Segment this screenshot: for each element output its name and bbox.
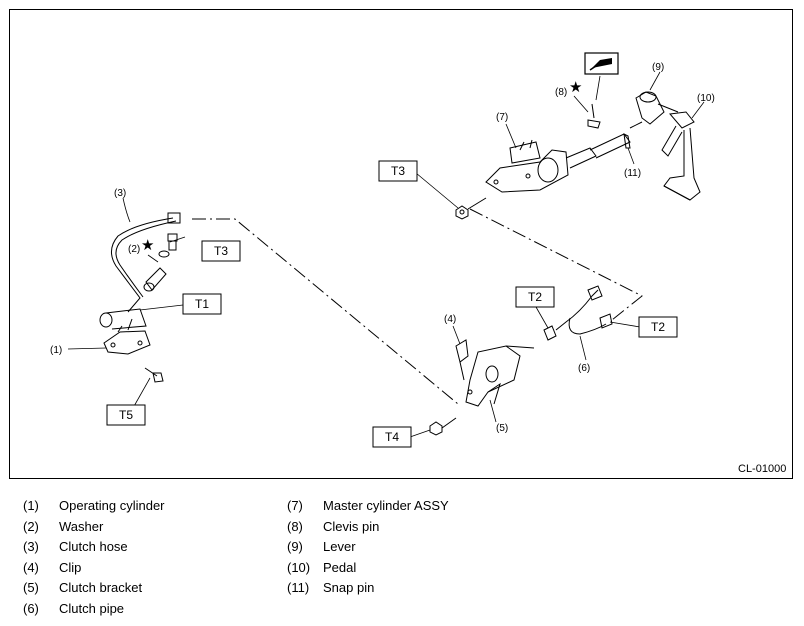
legend-name: Washer xyxy=(59,518,104,534)
routing-line xyxy=(192,208,643,405)
legend-name: Lever xyxy=(323,539,356,554)
operating-cylinder-part xyxy=(99,308,151,355)
svg-text:T3: T3 xyxy=(214,244,228,258)
callout-8: (8) xyxy=(555,87,567,98)
legend-name: Pedal xyxy=(323,559,357,575)
callout-3: (3) xyxy=(114,188,126,199)
clutch-pipe-part xyxy=(543,285,613,341)
callout-11: (11) xyxy=(624,168,641,179)
svg-text:T3: T3 xyxy=(391,164,405,178)
clevis-pin-part xyxy=(587,103,601,129)
callout-6: (6) xyxy=(578,363,590,374)
bolt-part xyxy=(144,367,164,383)
legend-name: Clip xyxy=(59,559,82,575)
svg-text:T2: T2 xyxy=(651,320,665,334)
callout-9: (9) xyxy=(652,62,664,73)
callout-10: (10) xyxy=(697,93,715,104)
diagram-code: CL-01000 xyxy=(738,463,787,475)
legend-num: (4) xyxy=(23,559,39,575)
bolt-part xyxy=(429,417,457,436)
clutch-bracket-part xyxy=(465,345,535,407)
legend-num: (5) xyxy=(23,580,39,595)
torque-box-t2-left: T2 xyxy=(515,286,555,308)
svg-text:T5: T5 xyxy=(119,408,133,422)
torque-box-t5: T5 xyxy=(106,404,146,426)
leader-lines xyxy=(67,71,705,438)
torque-box-t1: T1 xyxy=(182,293,222,315)
legend-name: Clutch bracket xyxy=(59,580,143,595)
legend-num: (7) xyxy=(287,498,303,513)
clutch-hose-part xyxy=(111,212,181,313)
callout-5: (5) xyxy=(496,423,508,434)
legend: (1) Operating cylinder (2) Washer (3) Clutc… xyxy=(0,494,804,626)
torque-box-t3-left: T3 xyxy=(201,240,241,262)
pedal-part xyxy=(661,111,701,201)
svg-text:T2: T2 xyxy=(528,290,542,304)
legend-num: (1) xyxy=(23,498,39,513)
legend-num: (2) xyxy=(23,518,39,534)
star-icon: ★ xyxy=(569,78,582,96)
legend-name: Clutch pipe xyxy=(59,600,125,616)
legend-name: Snap pin xyxy=(323,580,375,595)
legend-name: Clutch hose xyxy=(59,539,128,554)
exploded-view-diagram: (1) (2) (3) (4) (5) (6) (7) (8) (9) (10)… xyxy=(50,52,715,448)
svg-text:T4: T4 xyxy=(385,430,399,444)
callout-2: (2) xyxy=(128,244,140,255)
master-cylinder-part xyxy=(485,133,631,193)
lever-part xyxy=(629,91,679,129)
grease-tube-icon xyxy=(584,52,619,101)
washer-part xyxy=(158,233,178,258)
legend-name: Master cylinder ASSY xyxy=(323,498,449,513)
callout-7: (7) xyxy=(496,112,508,123)
callout-1: (1) xyxy=(50,345,62,356)
legend-name: Clevis pin xyxy=(323,518,380,534)
torque-box-t3-upper: T3 xyxy=(378,160,418,182)
legend-name: Operating cylinder xyxy=(59,498,165,513)
torque-box-t4: T4 xyxy=(372,426,412,448)
callout-4: (4) xyxy=(444,314,456,325)
torque-box-t2-right: T2 xyxy=(638,316,678,338)
nut-part xyxy=(455,197,487,220)
diagram-frame xyxy=(9,9,793,479)
legend-num: (3) xyxy=(23,539,39,554)
legend-num: (9) xyxy=(287,539,303,554)
clip-part xyxy=(455,339,469,381)
star-icon: ★ xyxy=(141,236,154,254)
svg-text:T1: T1 xyxy=(195,297,209,311)
snap-pin-part xyxy=(623,133,631,149)
legend-num: (8) xyxy=(287,518,303,534)
legend-num: (11) xyxy=(287,580,310,595)
legend-num: (10) xyxy=(287,559,311,575)
legend-num: (6) xyxy=(23,600,39,616)
